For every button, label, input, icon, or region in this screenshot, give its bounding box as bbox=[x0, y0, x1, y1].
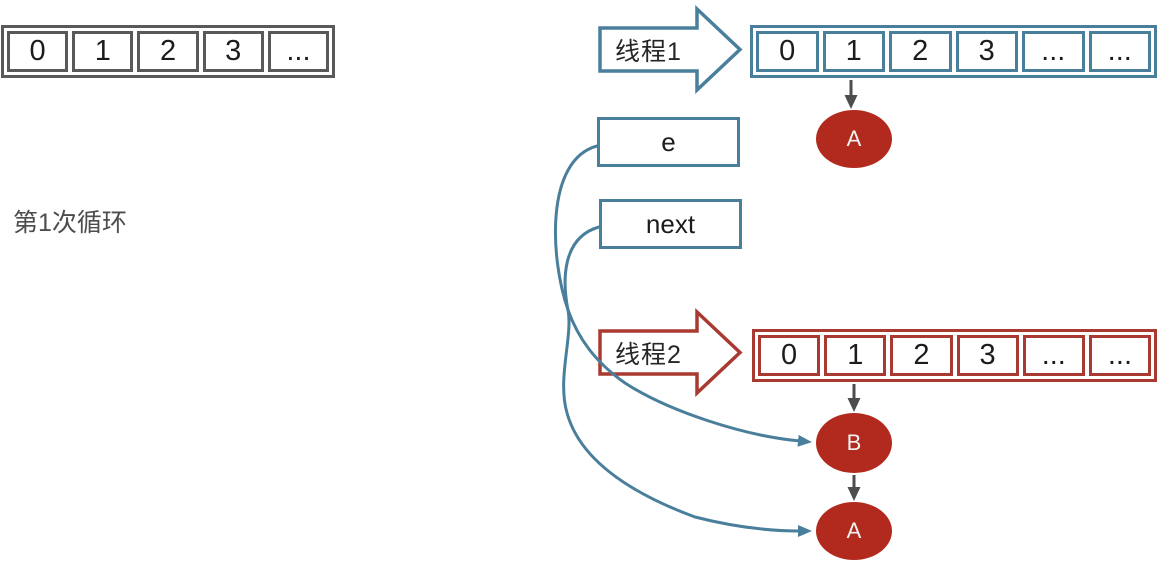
pointer-box-e: e bbox=[597, 117, 740, 167]
array-cell: 0 bbox=[7, 31, 69, 72]
array-cell: 3 bbox=[956, 335, 1019, 376]
array-cell: 1 bbox=[824, 335, 887, 376]
node-a-thread2: A bbox=[816, 502, 892, 560]
array-cell: ... bbox=[267, 31, 330, 72]
original-table-array: 0 1 2 3 ... bbox=[1, 25, 335, 78]
thread1-label: 线程1 bbox=[615, 37, 682, 66]
array-cell: ... bbox=[1088, 335, 1152, 376]
array-cell: 0 bbox=[756, 31, 819, 72]
node-a-thread1: A bbox=[816, 110, 892, 168]
thread2-table-array: 0 1 2 3 ... ... bbox=[752, 329, 1157, 382]
array-cell: 2 bbox=[890, 335, 953, 376]
array-cell: ... bbox=[1022, 335, 1085, 376]
array-cell: ... bbox=[1088, 31, 1151, 72]
array-cell: 2 bbox=[137, 31, 199, 72]
array-cell: 3 bbox=[202, 31, 264, 72]
node-b-thread2: B bbox=[816, 413, 892, 473]
array-cell: 1 bbox=[822, 31, 885, 72]
curve-e-to-b bbox=[553, 144, 812, 447]
pointer-e-label: e bbox=[661, 126, 676, 157]
array-cell: 1 bbox=[72, 31, 134, 72]
array-cell: 0 bbox=[758, 335, 821, 376]
array-cell: 2 bbox=[889, 31, 952, 72]
array-cell: ... bbox=[1022, 31, 1085, 72]
thread2-label: 线程2 bbox=[615, 340, 682, 369]
thread1-table-array: 0 1 2 3 ... ... bbox=[750, 25, 1157, 78]
pointer-next-label: next bbox=[645, 208, 696, 239]
loop-iteration-label: 第1次循环 bbox=[13, 209, 127, 237]
pointer-box-next: next bbox=[599, 199, 742, 249]
array-cell: 3 bbox=[955, 31, 1018, 72]
